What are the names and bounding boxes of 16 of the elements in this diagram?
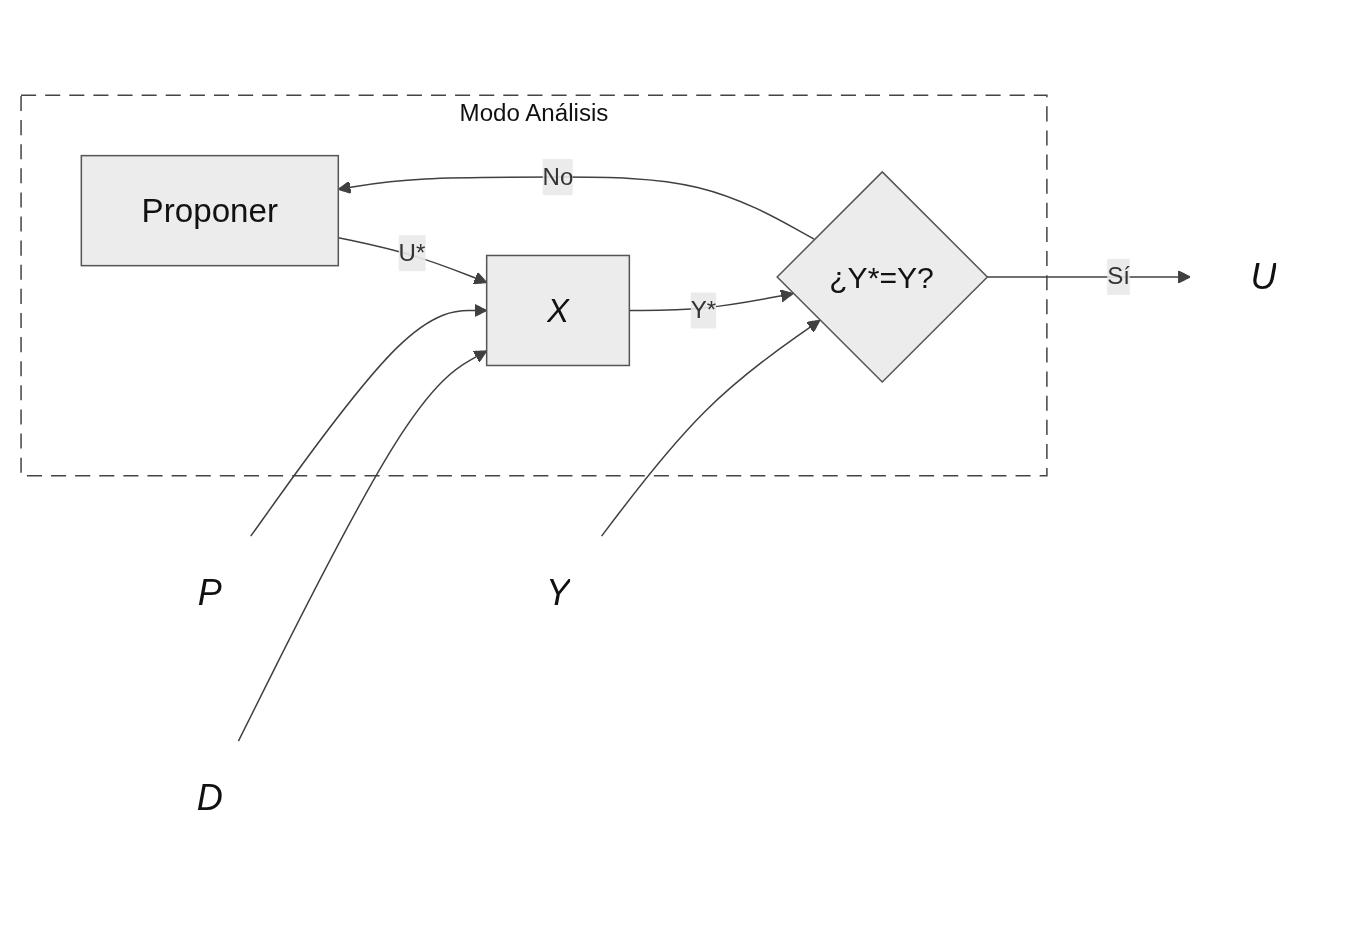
arrow — [249, 303, 487, 537]
edge-label: Y* — [690, 296, 716, 323]
node-text: D — [196, 777, 223, 818]
edge-label: U* — [398, 239, 425, 266]
node-diamond: ¿Y*=Y? — [775, 170, 988, 384]
edge-label: No — [542, 163, 573, 190]
node-box: Proponer — [80, 154, 339, 267]
arrow — [337, 176, 815, 240]
arrow — [985, 270, 1191, 284]
edge-label: Sí — [1106, 263, 1130, 290]
node-text: U — [1250, 255, 1277, 297]
arrow — [237, 350, 487, 742]
node-text: P — [197, 572, 222, 614]
node-box: X — [485, 254, 630, 367]
node-text: Y — [545, 572, 570, 614]
arrow — [600, 319, 820, 537]
